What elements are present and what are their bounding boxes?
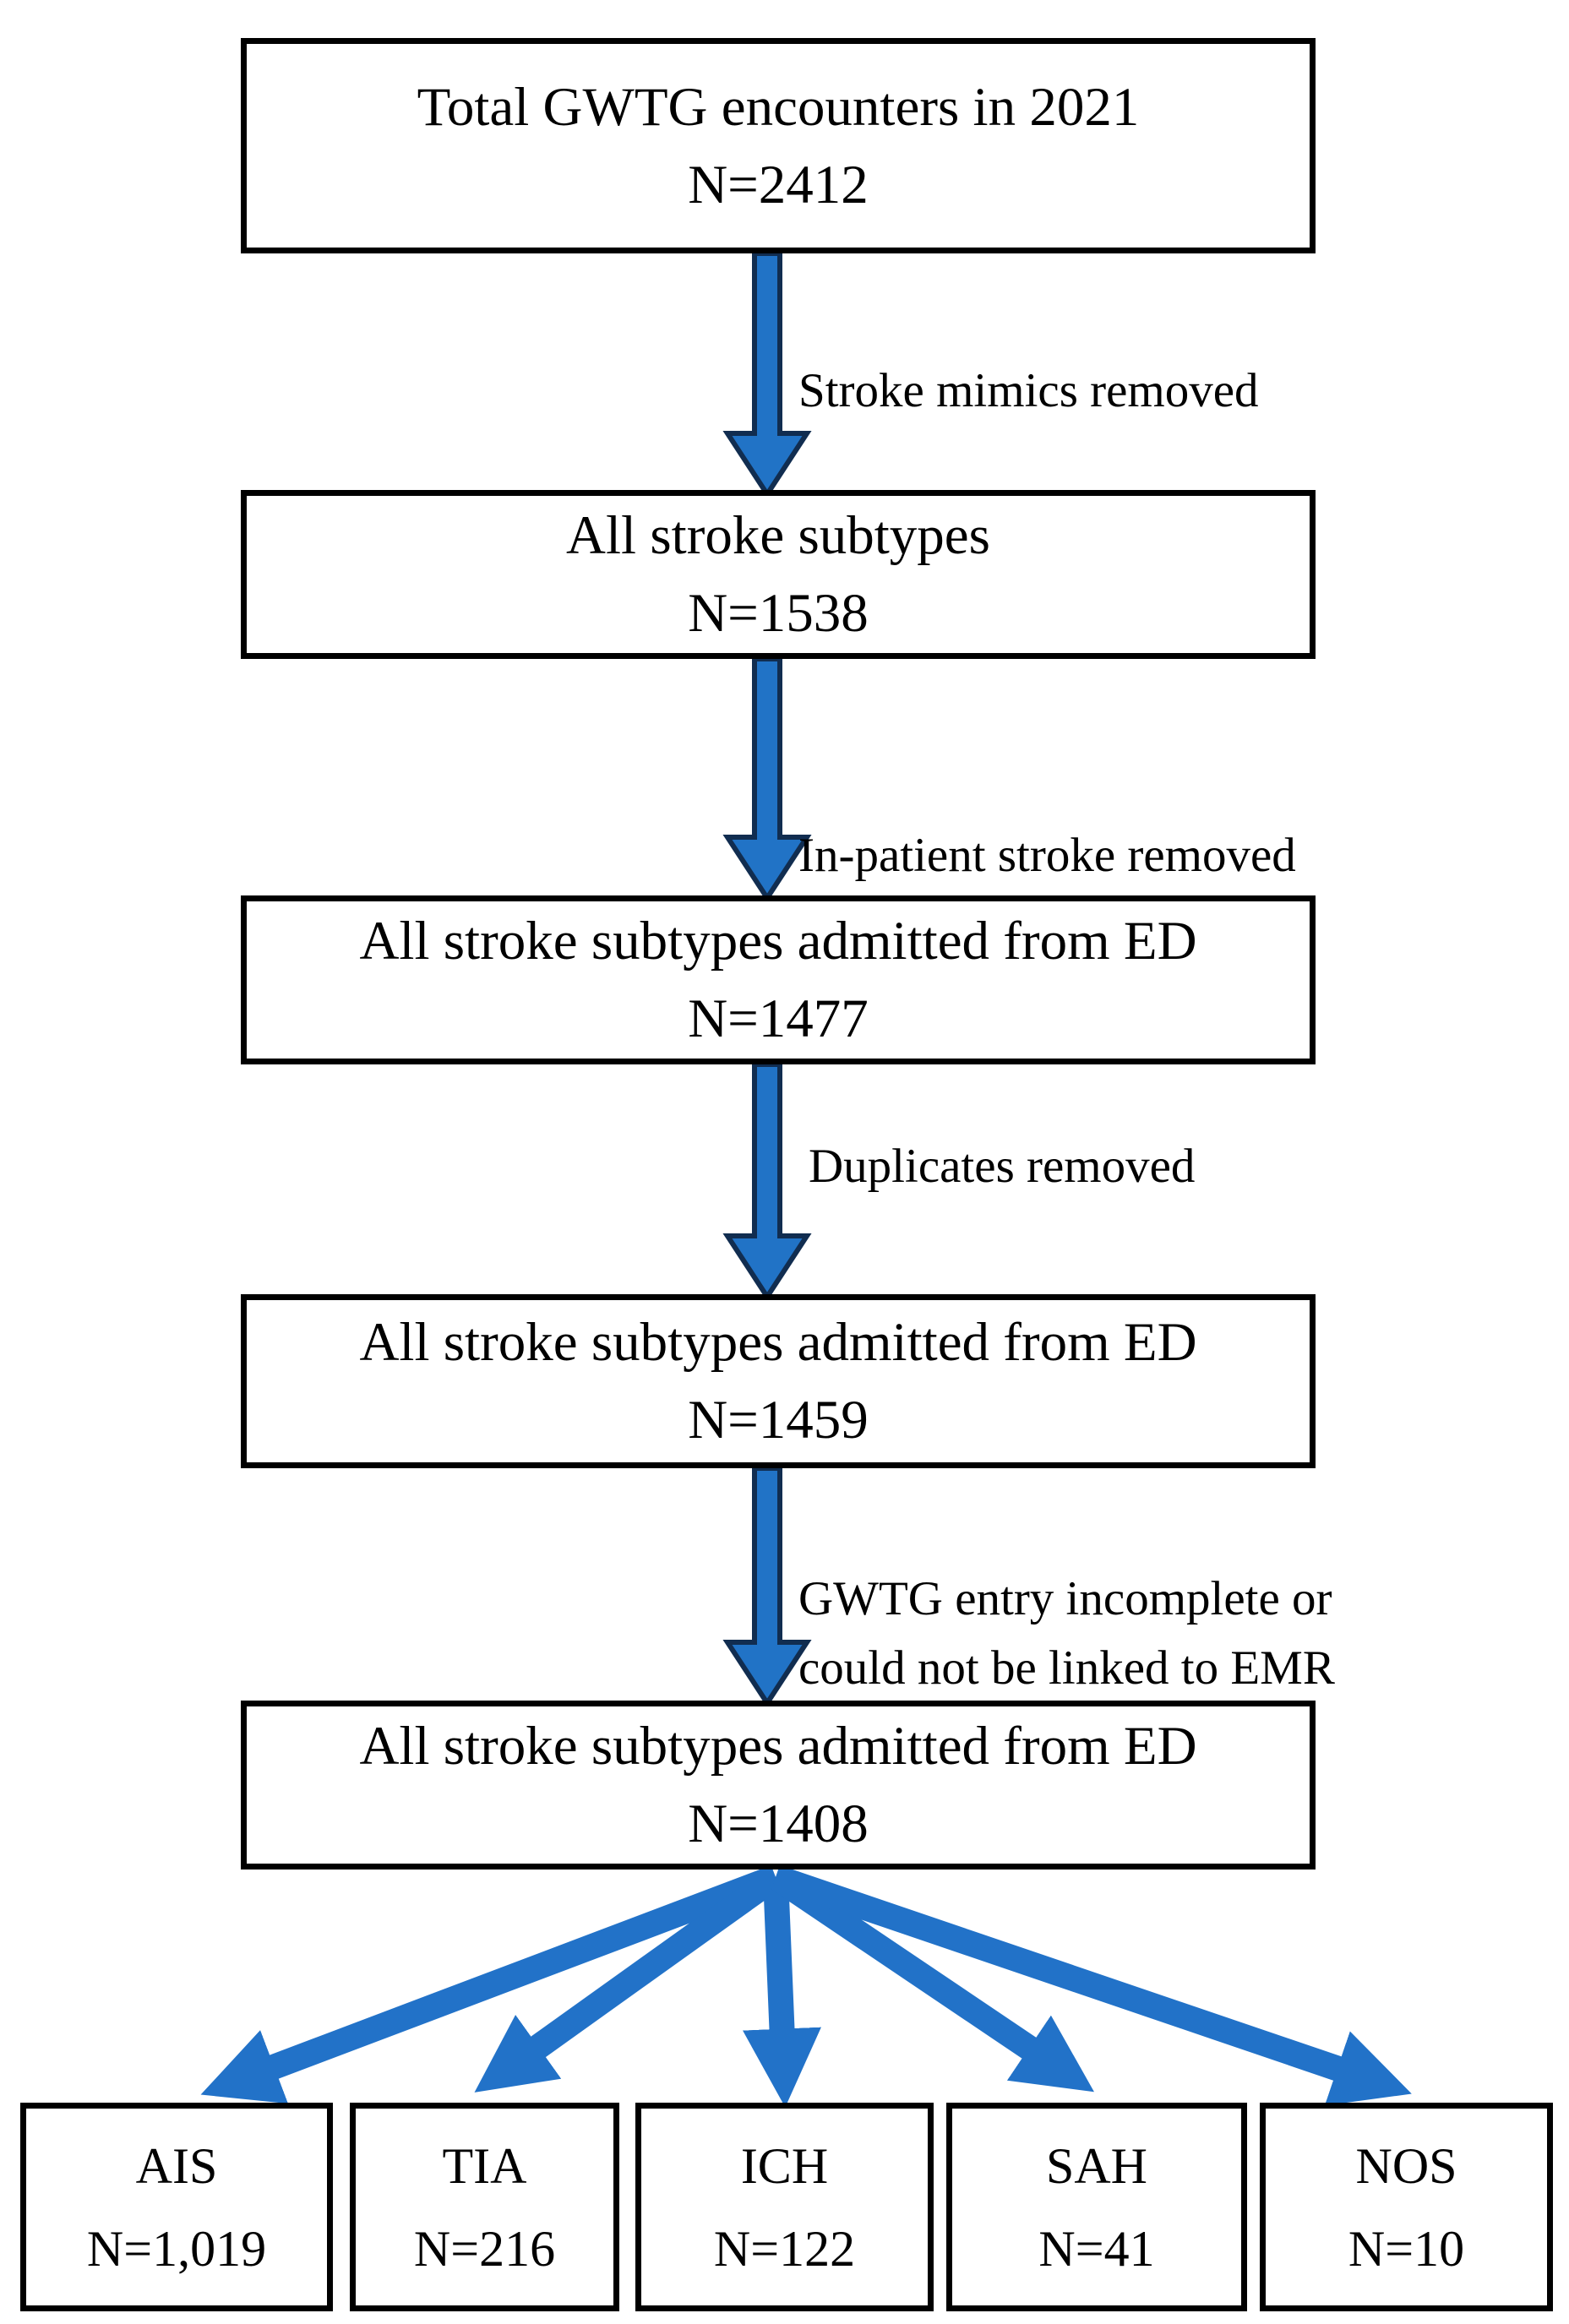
fan-arrow-sah — [768, 1866, 1094, 2093]
exclusion-label-duplicates: Duplicates removed — [809, 1140, 1196, 1193]
outcome-label: NOS — [1355, 2137, 1457, 2194]
flow-box-all-stroke-subtypes: All stroke subtypes N=1538 — [241, 490, 1316, 659]
outcome-label: ICH — [740, 2137, 829, 2194]
flow-box-count: N=1408 — [688, 1793, 869, 1854]
flow-box-admitted-from-ed-1459: All stroke subtypes admitted from ED N=1… — [241, 1294, 1316, 1468]
exclusion-label-line-1: GWTG entry incomplete or — [798, 1572, 1332, 1625]
down-arrow-4 — [722, 1466, 812, 1708]
outcome-box-ais: AIS N=1,019 — [20, 2103, 333, 2311]
outcome-label: AIS — [135, 2137, 218, 2194]
flow-box-title: All stroke subtypes admitted from ED — [359, 1716, 1197, 1777]
fan-arrow-tia — [474, 1866, 783, 2093]
outcome-count: N=216 — [413, 2220, 556, 2277]
flow-box-title: All stroke subtypes admitted from ED — [359, 1312, 1197, 1373]
down-arrow-1 — [722, 251, 812, 499]
exclusion-label-gwtg-incomplete: GWTG entry incomplete or could not be li… — [798, 1565, 1335, 1703]
outcome-box-ich: ICH N=122 — [635, 2103, 934, 2311]
fan-arrow-ais — [200, 1864, 781, 2104]
outcome-label: SAH — [1045, 2137, 1148, 2194]
flow-box-total-gwtg-encounters: Total GWTG encounters in 2021 N=2412 — [241, 38, 1316, 253]
flow-box-count: N=1459 — [688, 1390, 869, 1450]
fan-arrow-nos — [771, 1864, 1412, 2106]
outcome-box-tia: TIA N=216 — [350, 2103, 619, 2311]
outcome-count: N=10 — [1348, 2220, 1465, 2277]
exclusion-label-inpatient-stroke: In-patient stroke removed — [798, 829, 1296, 882]
outcome-box-sah: SAH N=41 — [946, 2103, 1247, 2311]
down-arrow-2 — [722, 656, 812, 903]
flow-box-count: N=1477 — [688, 988, 869, 1049]
exclusion-label-stroke-mimics: Stroke mimics removed — [798, 364, 1259, 417]
outcome-count: N=41 — [1038, 2220, 1155, 2277]
exclusion-label-line-2: could not be linked to EMR — [798, 1641, 1335, 1695]
flow-box-admitted-from-ed-1408: All stroke subtypes admitted from ED N=1… — [241, 1701, 1316, 1870]
flow-box-admitted-from-ed-1477: All stroke subtypes admitted from ED N=1… — [241, 895, 1316, 1064]
flow-box-title: All stroke subtypes admitted from ED — [359, 911, 1197, 972]
outcome-label: TIA — [442, 2137, 527, 2194]
flow-box-title: Total GWTG encounters in 2021 — [417, 76, 1140, 138]
flow-box-count: N=1538 — [688, 583, 869, 644]
down-arrow-3 — [722, 1062, 812, 1302]
outcome-box-nos: NOS N=10 — [1260, 2103, 1553, 2311]
outcome-count: N=1,019 — [86, 2220, 267, 2277]
outcome-count: N=122 — [713, 2220, 856, 2277]
flow-box-title: All stroke subtypes — [566, 505, 990, 566]
flow-box-count: N=2412 — [688, 154, 869, 215]
fan-arrow-ich — [743, 1876, 821, 2108]
